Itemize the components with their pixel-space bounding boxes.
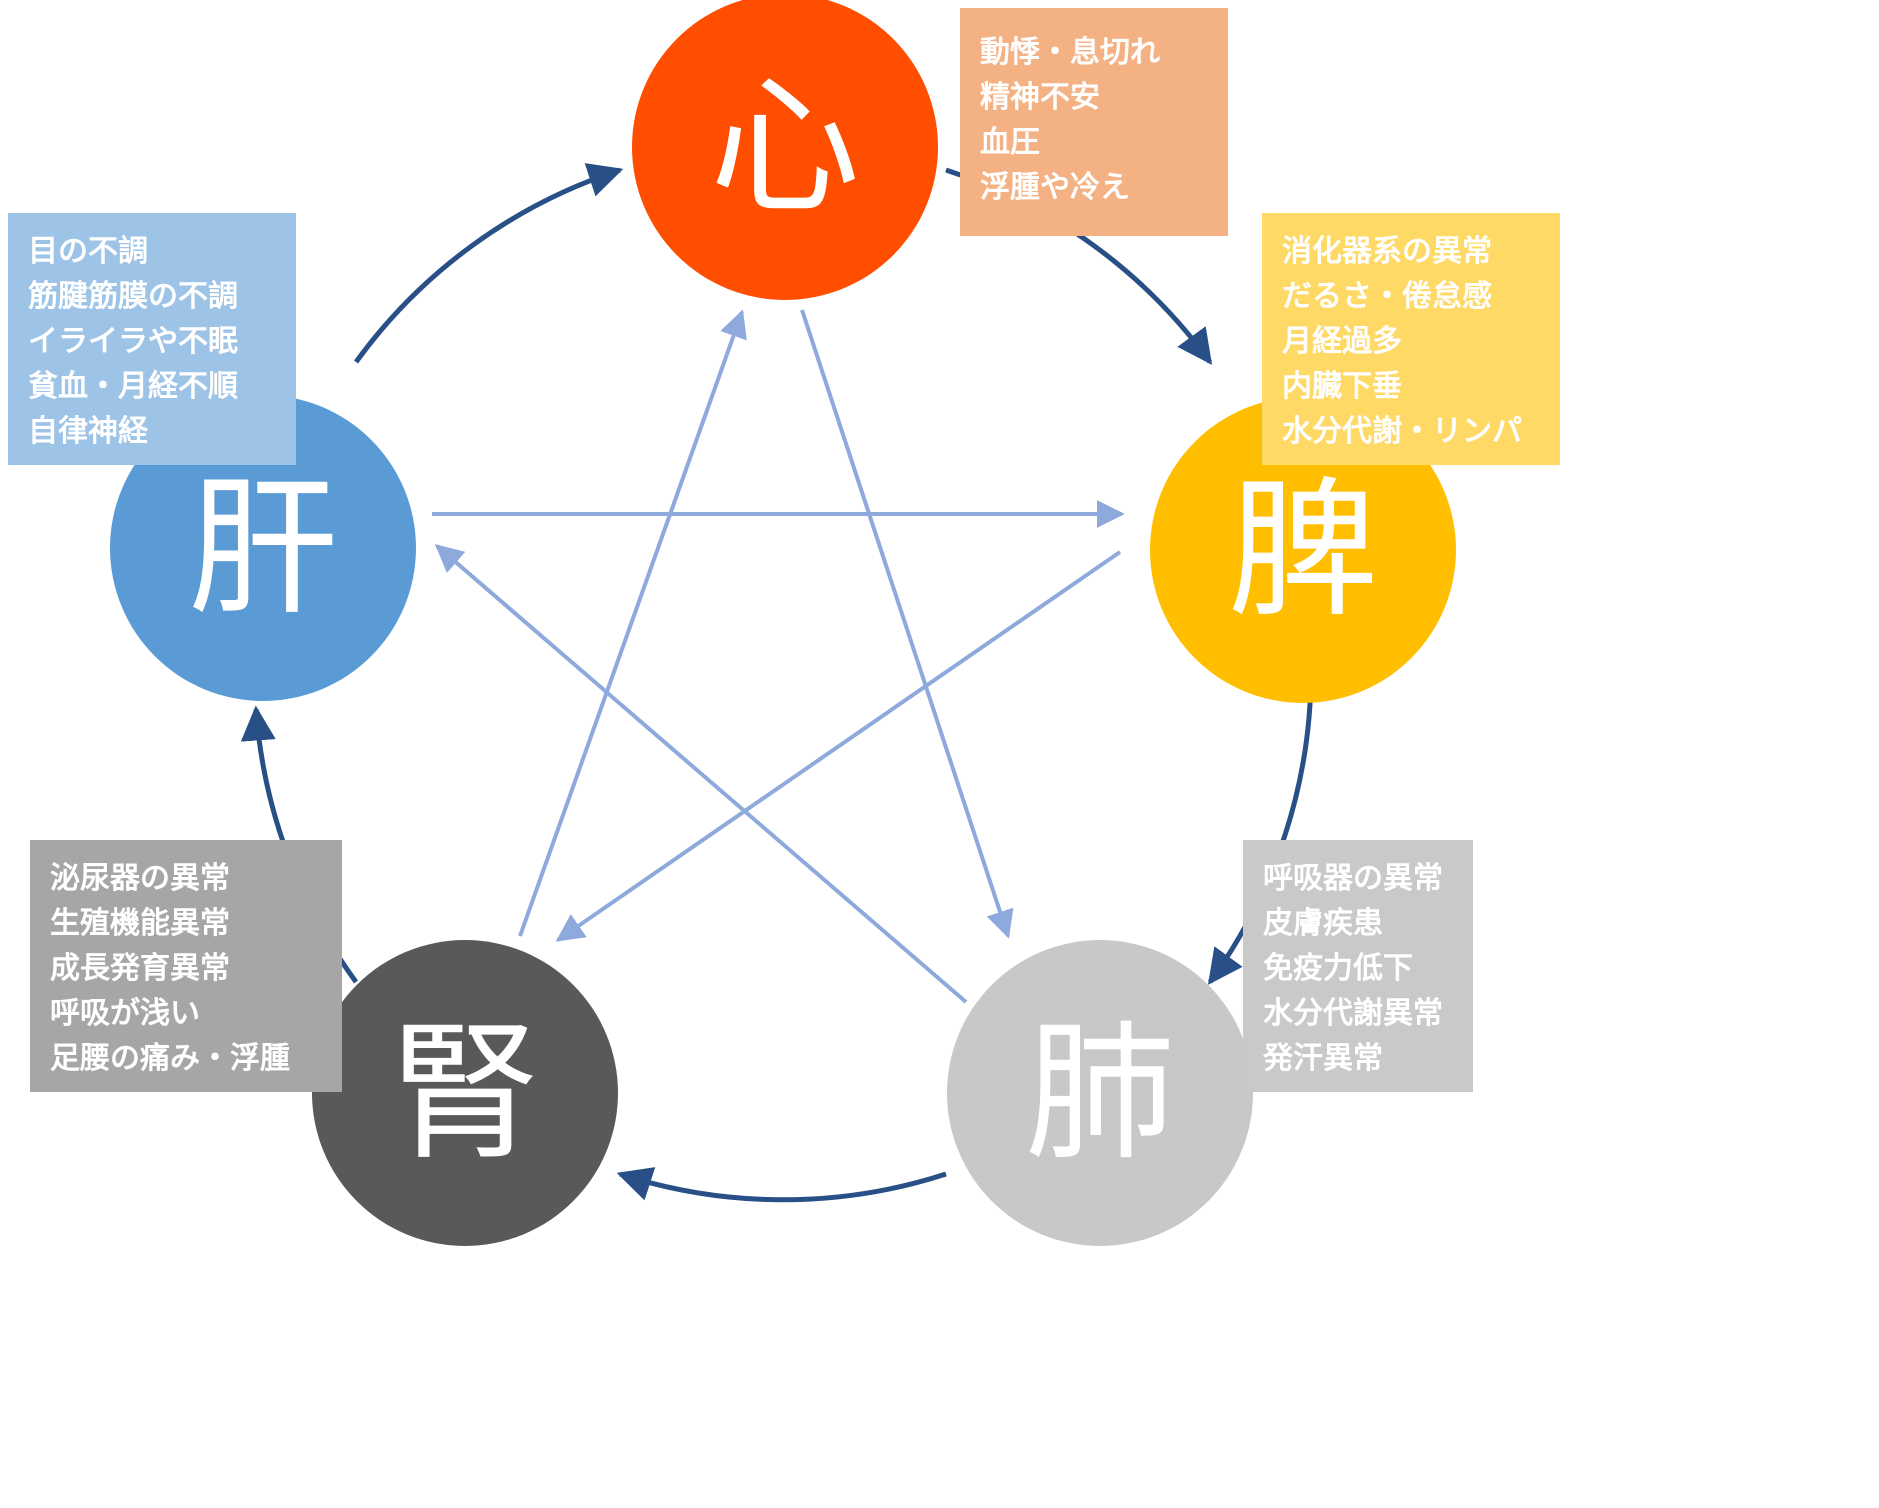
kidney-symptom-line: 足腰の痛み・浮腫 (50, 1042, 290, 1075)
spleen-symptom-line: 水分代謝・リンパ (1282, 415, 1522, 448)
liver-symptom-line: 筋腱筋膜の不調 (28, 280, 238, 313)
kidney-symptom-line: 成長発育異常 (50, 952, 230, 985)
heart-symptoms-box: 動悸・息切れ 精神不安 血圧 浮腫や冷え (960, 8, 1228, 236)
liver-symptom-line: イライラや不眠 (28, 325, 238, 358)
liver-node-label: 肝 (187, 464, 338, 632)
lung-symptom-line: 発汗異常 (1263, 1042, 1383, 1075)
lung-symptom-line: 水分代謝異常 (1263, 997, 1443, 1030)
heart-node-label: 心 (709, 63, 860, 231)
heart-node: 心 (632, 0, 938, 300)
liver-symptom-line: 貧血・月経不順 (28, 370, 238, 403)
spleen-symptom-line: 内臓下垂 (1282, 370, 1402, 403)
arrow-kidney-to-heart-icon (518, 309, 747, 937)
lung-node: 肺 (947, 940, 1253, 1246)
spleen-node-label: 脾 (1227, 466, 1378, 634)
kidney-symptom-line: 呼吸が浅い (50, 997, 200, 1030)
heart-symptom-line: 動悸・息切れ (980, 36, 1160, 69)
heart-symptom-line: 血圧 (980, 126, 1040, 159)
arrow-spleen-to-kidney-icon (555, 550, 1122, 942)
lung-symptom-line: 皮膚疾患 (1263, 907, 1383, 940)
kidney-node: 腎 (312, 940, 618, 1246)
lung-node-label: 肺 (1024, 1009, 1175, 1177)
spleen-symptom-line: だるさ・倦怠感 (1282, 280, 1492, 313)
liver-symptom-line: 自律神経 (28, 415, 148, 448)
lung-symptom-line: 免疫力低下 (1263, 952, 1413, 985)
kidney-symptom-line: 生殖機能異常 (50, 907, 230, 940)
lung-symptoms-box: 呼吸器の異常 皮膚疾患 免疫力低下 水分代謝異常 発汗異常 (1243, 840, 1473, 1092)
arrow-heart-to-lung-icon (800, 309, 1014, 939)
spleen-symptom-line: 月経過多 (1282, 325, 1402, 358)
spleen-symptoms-box: 消化器系の異常 だるさ・倦怠感 月経過多 内臓下垂 水分代謝・リンパ (1262, 213, 1560, 465)
heart-symptom-line: 浮腫や冷え (980, 171, 1130, 204)
liver-symptom-line: 目の不調 (28, 235, 148, 268)
arrow-liver-to-heart-icon (353, 163, 624, 364)
arrow-lung-to-kidney-icon (616, 1167, 947, 1203)
arrow-spleen-to-lung-icon (1207, 671, 1314, 985)
kidney-node-label: 腎 (389, 1009, 540, 1177)
controlling-cycle-arrows (432, 309, 1125, 1004)
lung-symptom-line: 呼吸器の異常 (1263, 862, 1443, 895)
spleen-symptom-line: 消化器系の異常 (1282, 235, 1492, 268)
arrow-lung-to-liver-icon (434, 544, 968, 1004)
kidney-symptom-line: 泌尿器の異常 (50, 862, 230, 895)
liver-symptoms-box: 目の不調 筋腱筋膜の不調 イライラや不眠 貧血・月経不順 自律神経 (8, 213, 296, 465)
kidney-symptoms-box: 泌尿器の異常 生殖機能異常 成長発育異常 呼吸が浅い 足腰の痛み・浮腫 (30, 840, 342, 1092)
heart-symptom-line: 精神不安 (980, 81, 1100, 114)
